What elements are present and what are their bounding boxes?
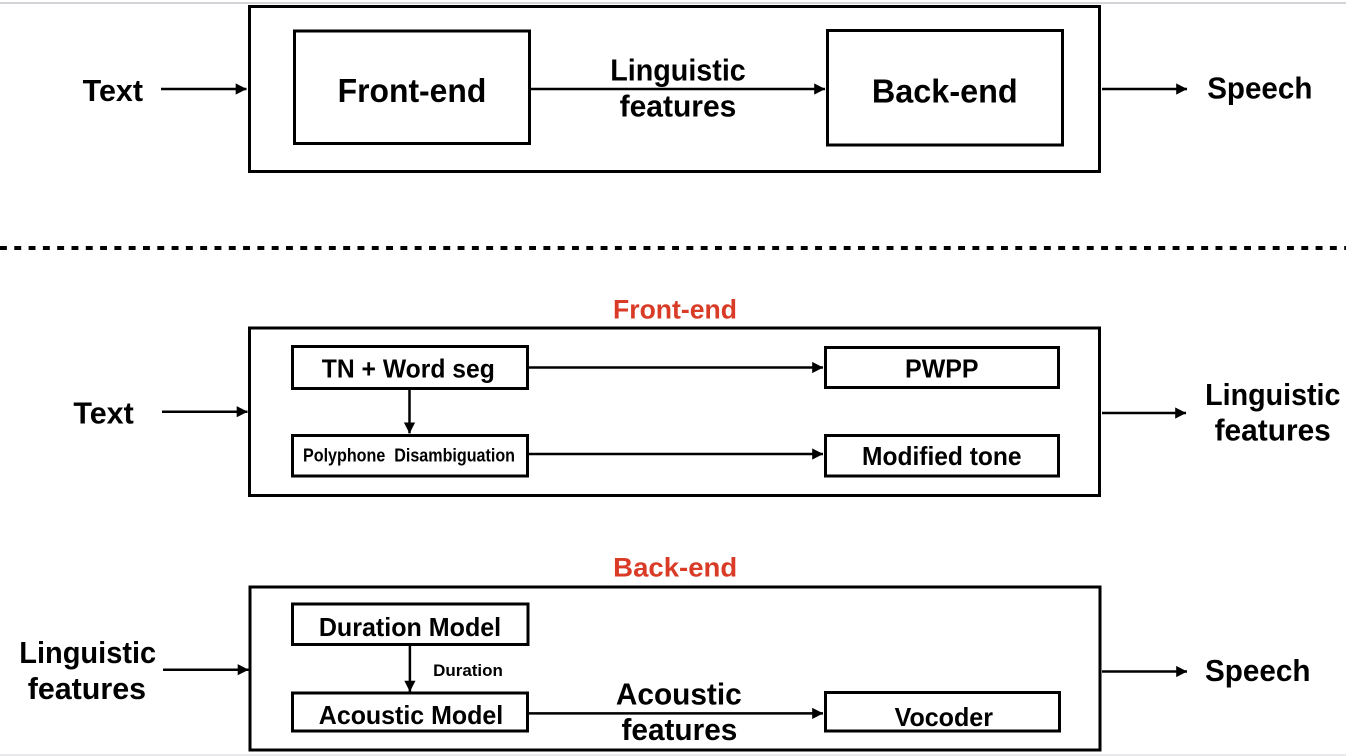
- svg-text:TN + Word seg: TN + Word seg: [322, 353, 495, 383]
- svg-text:Speech: Speech: [1205, 653, 1311, 688]
- svg-text:features: features: [622, 712, 738, 747]
- svg-text:Back-end: Back-end: [613, 553, 737, 583]
- svg-text:Text: Text: [73, 396, 133, 431]
- svg-text:PWPP: PWPP: [905, 353, 979, 383]
- svg-text:Polyphone Disambiguation: Polyphone Disambiguation: [303, 445, 515, 465]
- svg-text:features: features: [1215, 412, 1331, 447]
- svg-text:Front-end: Front-end: [338, 72, 487, 109]
- svg-text:Acoustic Model: Acoustic Model: [319, 700, 503, 730]
- svg-text:Speech: Speech: [1207, 71, 1312, 106]
- svg-text:Linguistic: Linguistic: [19, 635, 156, 670]
- svg-text:Acoustic: Acoustic: [616, 677, 742, 712]
- svg-text:Duration Model: Duration Model: [319, 612, 501, 642]
- svg-text:Back-end: Back-end: [872, 73, 1018, 110]
- svg-text:Modified tone: Modified tone: [862, 441, 1022, 471]
- svg-text:features: features: [620, 89, 737, 124]
- svg-text:Text: Text: [83, 73, 143, 108]
- svg-text:Vocoder: Vocoder: [895, 702, 993, 732]
- svg-text:features: features: [28, 671, 146, 706]
- svg-text:Front-end: Front-end: [613, 295, 737, 325]
- svg-text:Linguistic: Linguistic: [1205, 377, 1340, 412]
- svg-text:Duration: Duration: [433, 661, 503, 680]
- svg-text:Linguistic: Linguistic: [610, 53, 746, 88]
